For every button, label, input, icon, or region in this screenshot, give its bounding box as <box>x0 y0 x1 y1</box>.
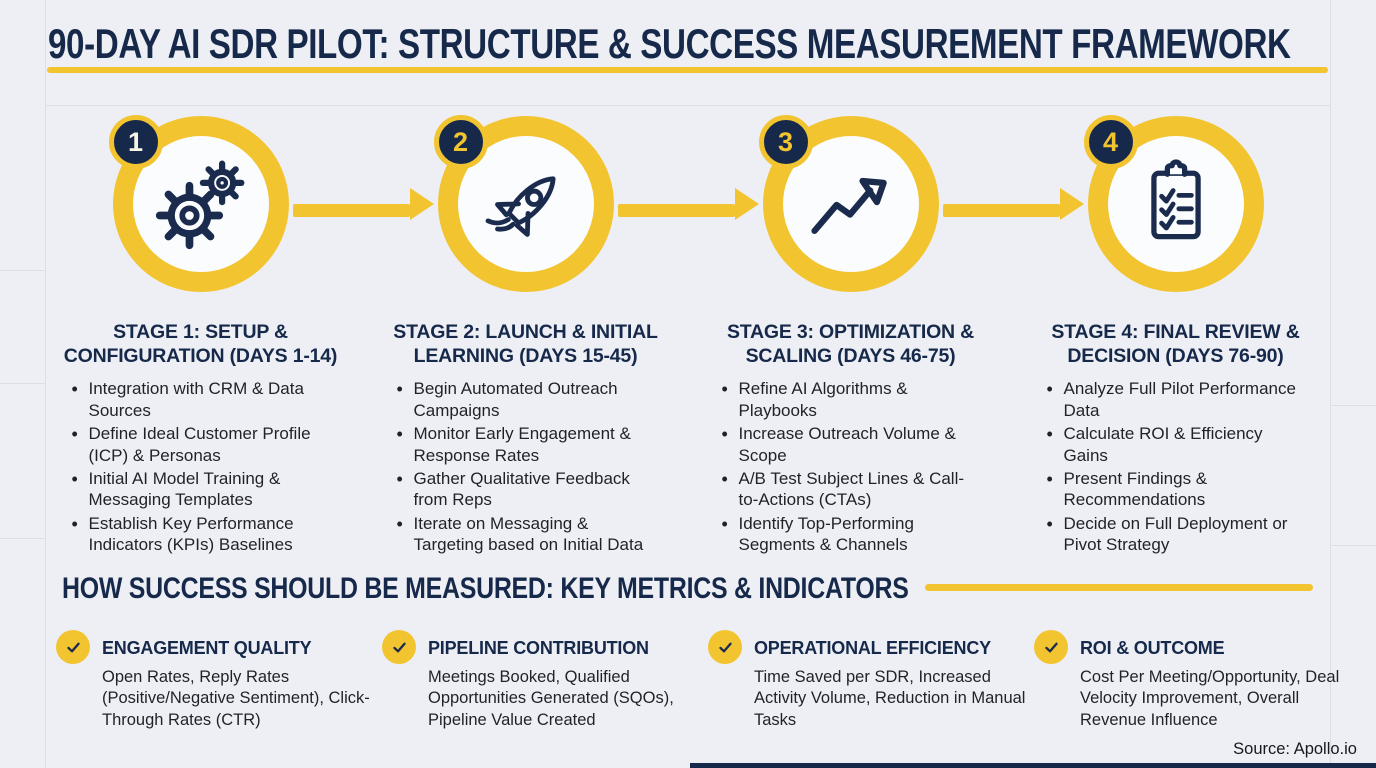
grid-line-vertical-left <box>45 0 46 768</box>
check-icon <box>382 630 416 664</box>
bullet-item: Analyze Full Pilot Performance Data <box>1047 378 1305 421</box>
stage-3-title: STAGE 3: OPTIMIZATION & SCALING (DAYS 46… <box>726 321 975 368</box>
metrics-heading-line <box>925 584 1313 591</box>
grid-line-vertical-right <box>1330 0 1331 768</box>
bullet-item: Present Findings & Recommendations <box>1047 468 1305 511</box>
bottom-accent-bar <box>690 763 1376 768</box>
metric-roi-outcome: ROI & OUTCOME Cost Per Meeting/Opportuni… <box>1034 630 1354 731</box>
metrics-section-heading: HOW SUCCESS SHOULD BE MEASURED: KEY METR… <box>62 572 909 605</box>
bullet-item: Identify Top-Performing Segments & Chann… <box>722 513 980 556</box>
metric-description: Cost Per Meeting/Opportunity, Deal Veloc… <box>1080 668 1340 729</box>
stage-2-title: STAGE 2: LAUNCH & INITIAL LEARNING (DAYS… <box>393 321 658 368</box>
stages-row: 1 STAGE 1: SETUP & CONFIGURATION (DAYS 1… <box>38 112 1338 558</box>
gears-icon <box>155 160 244 250</box>
page-title: 90-DAY AI SDR PILOT: STRUCTURE & SUCCESS… <box>48 20 1291 67</box>
metric-title: ROI & OUTCOME <box>1080 638 1225 658</box>
metrics-row: ENGAGEMENT QUALITY Open Rates, Reply Rat… <box>56 630 1360 731</box>
stage-3-bullet-list: Refine AI Algorithms & Playbooks Increas… <box>722 378 980 555</box>
metric-pipeline-contribution: PIPELINE CONTRIBUTION Meetings Booked, Q… <box>382 630 702 731</box>
grid-line-stub <box>0 538 45 539</box>
grid-line-stub <box>0 383 45 384</box>
rocket-icon <box>485 176 556 237</box>
bullet-item: Establish Key Performance Indicators (KP… <box>72 513 330 556</box>
bullet-item: Initial AI Model Training & Messaging Te… <box>72 468 330 511</box>
check-icon <box>56 630 90 664</box>
stage-1-number-badge: 1 <box>108 115 163 169</box>
bullet-item: A/B Test Subject Lines & Call-to-Actions… <box>722 468 980 511</box>
metric-engagement-quality: ENGAGEMENT QUALITY Open Rates, Reply Rat… <box>56 630 376 731</box>
stage-1-title: STAGE 1: SETUP & CONFIGURATION (DAYS 1-1… <box>63 321 338 368</box>
stage-2-number-badge: 2 <box>433 115 488 169</box>
stage-1-column: 1 STAGE 1: SETUP & CONFIGURATION (DAYS 1… <box>38 112 363 558</box>
metric-description: Open Rates, Reply Rates (Positive/Negati… <box>102 668 370 729</box>
stage-2-column: 2 STAGE 2: LAUNCH & INITIAL LEARNING (DA… <box>363 112 688 558</box>
metric-description: Meetings Booked, Qualified Opportunities… <box>428 668 674 729</box>
metric-title: ENGAGEMENT QUALITY <box>102 638 312 658</box>
metric-description: Time Saved per SDR, Increased Activity V… <box>754 668 1026 729</box>
growth-arrow-icon <box>810 177 887 234</box>
bullet-item: Begin Automated Outreach Campaigns <box>397 378 655 421</box>
stage-4-number-badge: 4 <box>1083 115 1138 169</box>
grid-line-stub <box>1331 405 1376 406</box>
grid-line-stub <box>1331 545 1376 546</box>
checklist-icon <box>1150 159 1201 240</box>
bullet-item: Refine AI Algorithms & Playbooks <box>722 378 980 421</box>
stage-2-bullet-list: Begin Automated Outreach Campaigns Monit… <box>397 378 655 555</box>
bullet-item: Integration with CRM & Data Sources <box>72 378 330 421</box>
stage-1-bullet-list: Integration with CRM & Data Sources Defi… <box>72 378 330 555</box>
bullet-item: Gather Qualitative Feedback from Reps <box>397 468 655 511</box>
stage-4-bullet-list: Analyze Full Pilot Performance Data Calc… <box>1047 378 1305 555</box>
grid-line-horizontal-top <box>45 105 1330 106</box>
source-attribution: Source: Apollo.io <box>1233 740 1357 758</box>
check-icon <box>1034 630 1068 664</box>
metric-operational-efficiency: OPERATIONAL EFFICIENCY Time Saved per SD… <box>708 630 1028 731</box>
bullet-item: Define Ideal Customer Profile (ICP) & Pe… <box>72 423 330 466</box>
stage-3-number-badge: 3 <box>758 115 813 169</box>
bullet-item: Monitor Early Engagement & Response Rate… <box>397 423 655 466</box>
check-icon <box>708 630 742 664</box>
bullet-item: Decide on Full Deployment or Pivot Strat… <box>1047 513 1305 556</box>
metric-title: PIPELINE CONTRIBUTION <box>428 638 649 658</box>
metric-title: OPERATIONAL EFFICIENCY <box>754 638 991 658</box>
bullet-item: Iterate on Messaging & Targeting based o… <box>397 513 655 556</box>
stage-4-title: STAGE 4: FINAL REVIEW & DECISION (DAYS 7… <box>1051 321 1300 368</box>
stage-3-column: 3 STAGE 3: OPTIMIZATION & SCALING (DAYS … <box>688 112 1013 558</box>
bullet-item: Calculate ROI & Efficiency Gains <box>1047 423 1305 466</box>
title-underline <box>47 67 1328 73</box>
bullet-item: Increase Outreach Volume & Scope <box>722 423 980 466</box>
grid-line-stub <box>0 270 45 271</box>
stage-4-column: 4 STAGE 4: FINAL REVIEW & DECISION (DAYS… <box>1013 112 1338 558</box>
